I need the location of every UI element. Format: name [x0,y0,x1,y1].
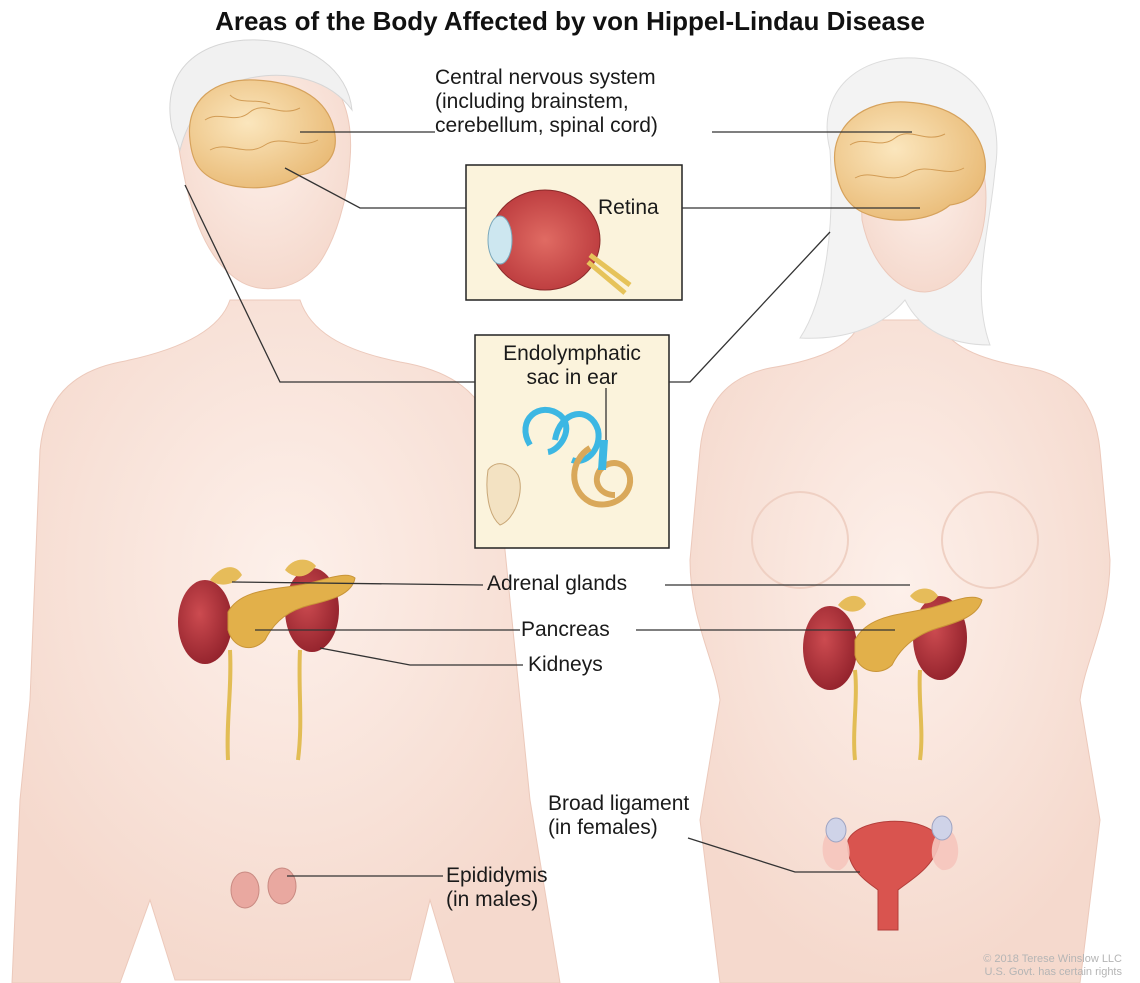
label-broad-line2: (in females) [548,816,689,840]
label-epididymis: Epididymis (in males) [446,864,548,912]
label-ear-line2: sac in ear [476,366,668,390]
credit-line2: U.S. Govt. has certain rights [983,966,1122,979]
label-ear-line1: Endolymphatic [476,342,668,366]
label-cns: Central nervous system (including brains… [435,66,658,138]
credit-line1: © 2018 Terese Winslow LLC [983,953,1122,966]
label-kidneys: Kidneys [528,653,603,677]
label-adrenal-glands: Adrenal glands [487,572,627,596]
male-kidney-left [178,580,232,664]
label-cns-line2: (including brainstem, [435,90,658,114]
eye-lens [488,216,512,264]
retina-inset [466,165,682,300]
label-broad-ligament: Broad ligament (in females) [548,792,689,840]
label-pancreas: Pancreas [521,618,610,642]
copyright-credit: © 2018 Terese Winslow LLC U.S. Govt. has… [983,953,1122,979]
female-kidney-left [803,606,857,690]
male-ureter-right [298,650,300,760]
male-epididymis-right [268,868,296,904]
female-ovary-left [826,818,846,842]
female-ureter-left [854,670,856,760]
label-retina: Retina [598,196,659,220]
male-epididymis-left [231,872,259,908]
label-cns-line3: cerebellum, spinal cord) [435,114,658,138]
label-broad-line1: Broad ligament [548,792,689,816]
label-epi-line2: (in males) [446,888,548,912]
ear-leader-female [669,232,830,382]
label-ear: Endolymphatic sac in ear [476,342,668,390]
female-ureter-right [920,670,922,760]
label-cns-line1: Central nervous system [435,66,658,90]
diagram-title: Areas of the Body Affected by von Hippel… [0,6,1140,37]
label-epi-line1: Epididymis [446,864,548,888]
female-ovary-right [932,816,952,840]
